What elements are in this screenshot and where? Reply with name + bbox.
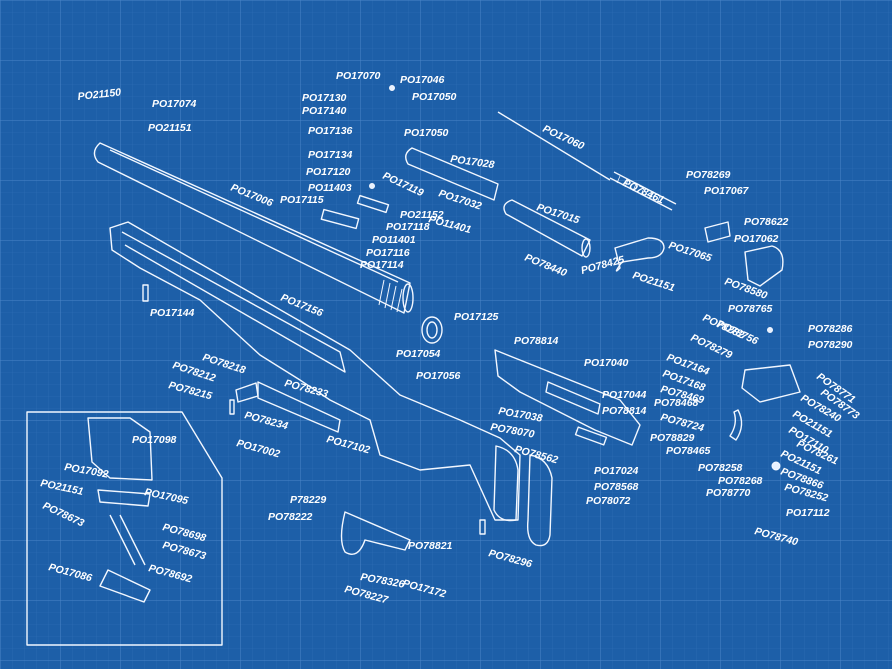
part-label: PO17024 (594, 465, 639, 477)
action-port (545, 381, 601, 415)
part-label: PO17046 (400, 74, 445, 86)
sling-stud-part (574, 426, 608, 446)
part-label: PO17074 (152, 98, 197, 110)
guard-screw-part (479, 519, 486, 535)
part-label: P78229 (290, 494, 326, 506)
part-label: PO78258 (698, 462, 743, 474)
part-label: PO78622 (744, 216, 789, 228)
part-label: PO17136 (308, 125, 353, 137)
part-label: PO78821 (408, 540, 453, 552)
magazine-part (87, 417, 153, 481)
trigger-pin-part (229, 399, 235, 415)
magazine-spring-2 (119, 514, 146, 566)
magazine-follower (97, 489, 151, 507)
barrel-part (93, 142, 411, 314)
rear-base-part (356, 194, 390, 214)
part-label: PO17115 (280, 194, 324, 206)
part-label: PO17050 (412, 91, 457, 103)
part-label: PO78829 (650, 432, 695, 444)
floorplate-part (235, 382, 259, 403)
mainspring-coils (616, 175, 661, 204)
firing-pin-part (497, 111, 611, 181)
bolt-body-part (503, 199, 591, 257)
part-label: PO17140 (302, 105, 347, 117)
parts (26, 85, 801, 646)
part-label: PO78268 (718, 475, 763, 487)
trigger-guard-part (340, 511, 411, 555)
part-label: PO17062 (734, 233, 779, 245)
part-label: PO11401 (372, 234, 416, 246)
part-label: PO78222 (268, 511, 313, 523)
part-label: PO78770 (706, 487, 751, 499)
part-label: PO78814 (514, 335, 559, 347)
action-part (494, 349, 641, 446)
stock-screw-part (142, 284, 149, 302)
part-label: PO78286 (808, 323, 853, 335)
barrel-thread (378, 279, 403, 313)
small-pin-2 (369, 183, 375, 189)
magazine-inset-frame (26, 411, 223, 646)
part-label: PO11403 (308, 182, 352, 194)
part-label: PO78814 (602, 405, 647, 417)
trigger-blade-part (729, 409, 743, 441)
magazine-spring (109, 514, 136, 566)
part-label: PO17056 (416, 370, 461, 382)
barrel-muzzle (402, 283, 414, 313)
small-pin-4 (771, 461, 781, 471)
stock-part (109, 221, 521, 521)
part-label: PO78290 (808, 339, 853, 351)
part-label: PO17112 (786, 507, 830, 519)
bolt-handle-part (614, 237, 665, 272)
receiver-tube-part (405, 147, 499, 201)
part-label: PO17125 (454, 311, 499, 323)
part-label: PO17054 (396, 348, 441, 360)
part-label: PO17118 (386, 221, 430, 233)
part-label: PO21150 (77, 86, 122, 103)
part-label: PO17120 (306, 166, 351, 178)
part-label: PO78072 (586, 495, 631, 507)
part-label: PO17116 (366, 247, 410, 259)
part-label: PO21152 (400, 209, 444, 221)
part-label: PO17114 (360, 259, 404, 271)
part-label: PO78568 (594, 481, 639, 493)
part-label: PO17070 (336, 70, 381, 82)
stock-channel (121, 231, 346, 373)
part-label: PO17144 (150, 307, 195, 319)
part-label: PO17098 (132, 434, 177, 446)
recoil-pad-part (526, 454, 553, 547)
part-label: PO21151 (148, 122, 192, 134)
part-label: PO17067 (704, 185, 750, 197)
magazine-plate (99, 569, 151, 603)
scope-ring-inner (426, 321, 438, 339)
base-mount-part (320, 208, 360, 230)
part-label: PO78468 (654, 397, 699, 409)
part-label: PO78765 (728, 303, 773, 315)
part-label: PO78465 (666, 445, 711, 457)
small-pin-1 (389, 85, 395, 91)
barrel-highlight (109, 149, 399, 283)
stock-buttplate-face (493, 445, 519, 522)
trigger-housing-part (741, 364, 801, 403)
scope-ring-part (421, 316, 443, 344)
part-label: PO17130 (302, 92, 347, 104)
bolt-shroud-part (704, 221, 731, 243)
part-label: PO17050 (404, 127, 449, 139)
part-label: PO78269 (686, 169, 731, 181)
bolt-body-end (581, 238, 591, 258)
small-pin-3 (767, 327, 773, 333)
cocking-piece-part (744, 245, 784, 287)
part-label: PO17040 (584, 357, 629, 369)
part-label: PO17134 (308, 149, 353, 161)
part-label: PO17044 (602, 389, 647, 401)
